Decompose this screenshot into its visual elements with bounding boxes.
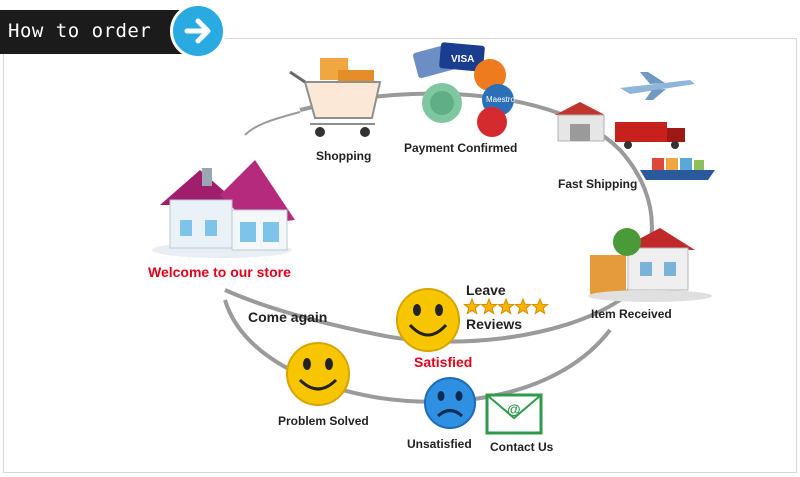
svg-text:@: @ [507, 401, 521, 417]
contact-envelope-icon: @ [485, 393, 543, 435]
next-arrow-button[interactable] [170, 3, 226, 59]
step-label-unsatisfied: Unsatisfied [407, 437, 472, 451]
problem-solved-smiley-icon [286, 342, 350, 406]
cargo-ship-icon [640, 158, 715, 180]
unsatisfied-sad-face-icon [424, 377, 476, 429]
step-label-payment: Payment Confirmed [404, 141, 518, 155]
step-label-shopping: Shopping [316, 149, 372, 163]
step-label-come-again: Come again [248, 309, 328, 325]
step-label-shipping: Fast Shipping [558, 177, 638, 191]
truck-icon [615, 122, 685, 149]
shopping-cart-icon [289, 58, 382, 137]
step-label-problem-solved: Problem Solved [278, 414, 369, 428]
review-stars [463, 297, 549, 315]
payment-cards-icon: VISA Maestro [412, 42, 515, 137]
header-banner: How to order [0, 10, 195, 54]
maestro-card-label: Maestro [486, 95, 515, 104]
cycle-path-lower [223, 299, 612, 404]
star-icon [514, 297, 532, 315]
step-label-satisfied: Satisfied [414, 354, 473, 370]
star-icon [463, 297, 481, 315]
star-icon [480, 297, 498, 315]
step-label-contact: Contact Us [490, 440, 554, 454]
star-icon [531, 297, 549, 315]
step-label-welcome: Welcome to our store [148, 264, 291, 280]
page-title: How to order [8, 20, 152, 42]
star-icon [497, 297, 515, 315]
step-label-reviews: Reviews [466, 316, 523, 332]
visa-card-label: VISA [451, 54, 474, 65]
step-label-leave: Leave [466, 282, 506, 298]
item-received-house-icon [588, 228, 712, 302]
warehouse-icon [555, 102, 605, 142]
cycle-path-tail [244, 111, 301, 136]
airplane-icon [620, 72, 695, 100]
house-icon [152, 160, 295, 258]
satisfied-smiley-icon [396, 288, 460, 352]
arrow-right-icon [184, 18, 211, 44]
step-label-received: Item Received [591, 307, 672, 321]
